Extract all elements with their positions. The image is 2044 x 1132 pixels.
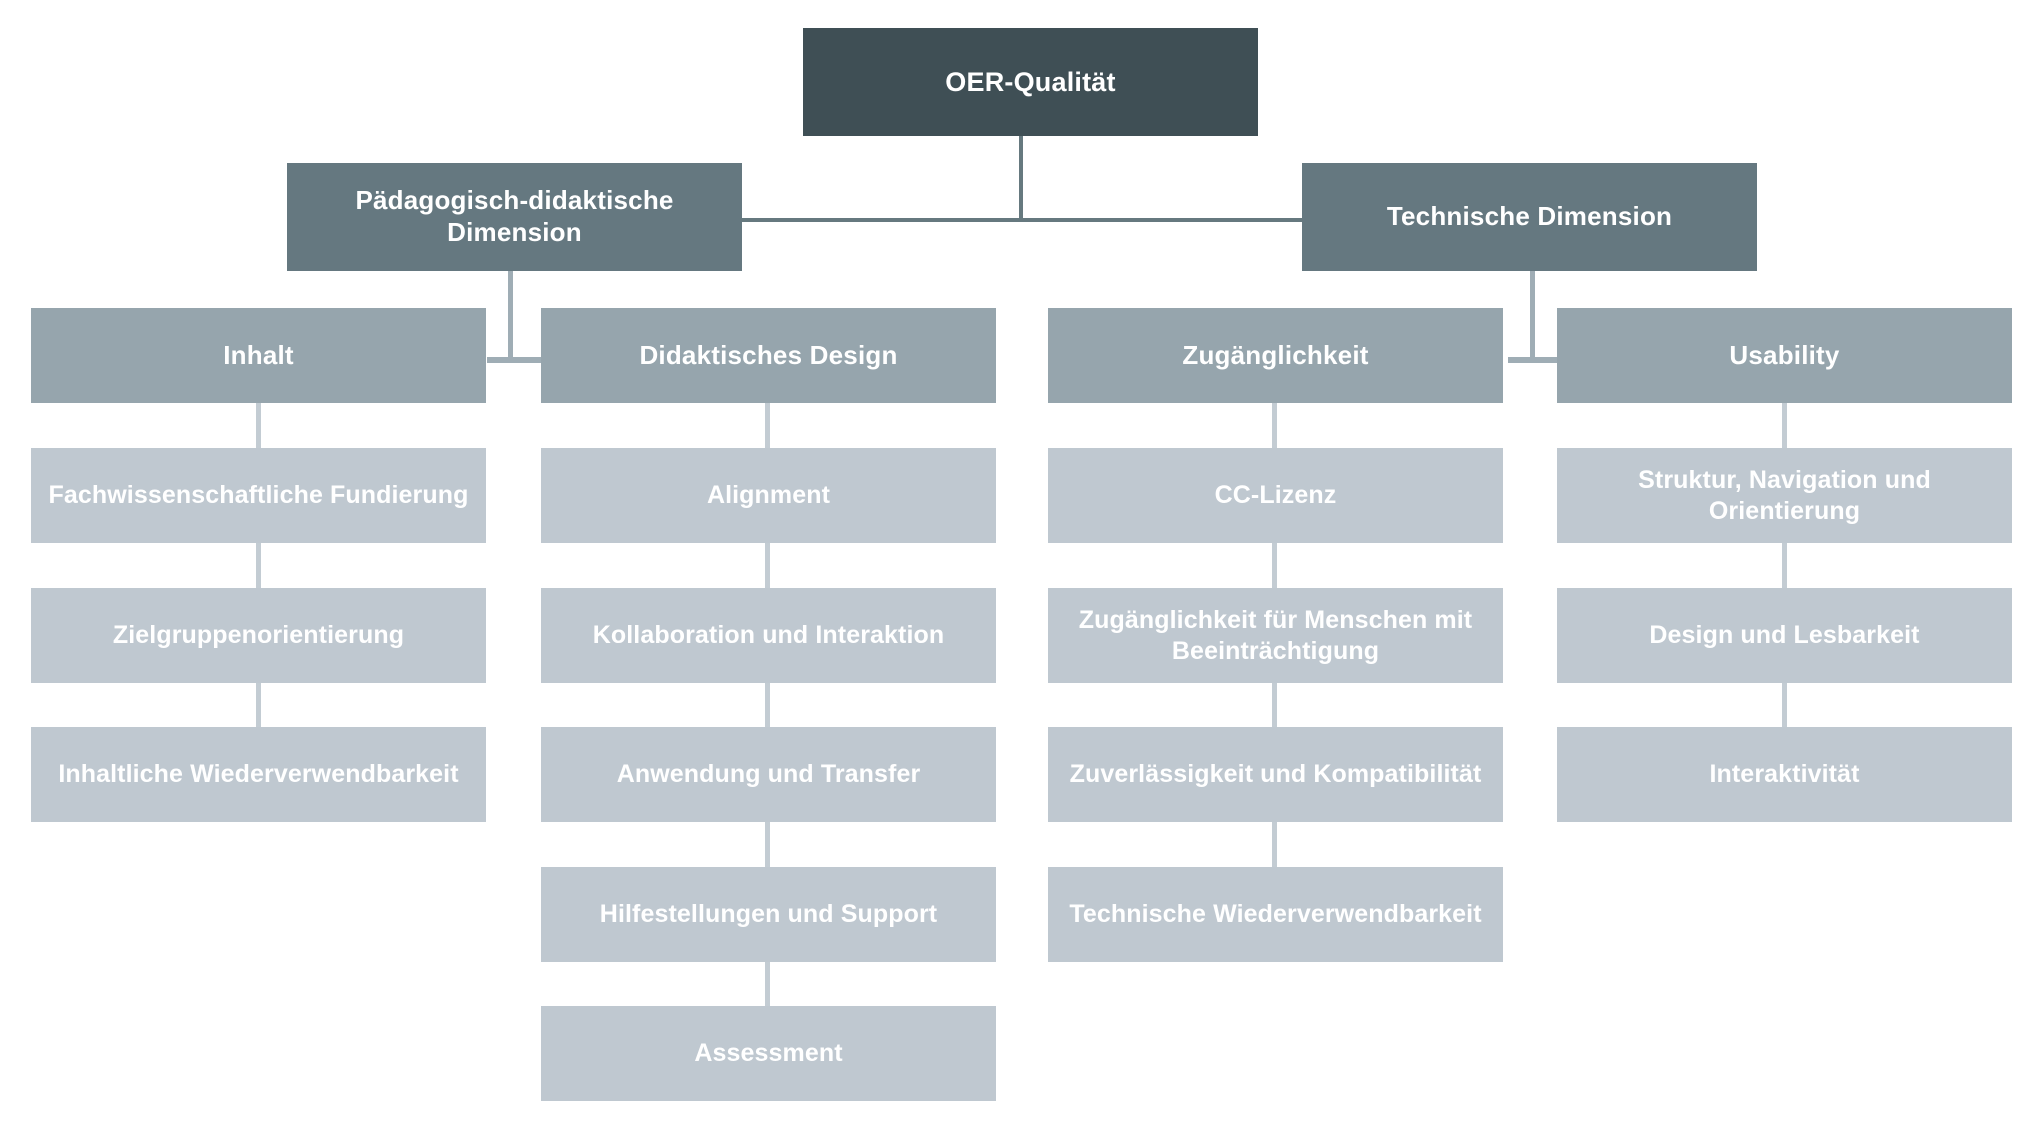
node-label: Fachwissenschaftliche Fundierung bbox=[48, 481, 469, 510]
connector-inhalt-2 bbox=[256, 543, 261, 588]
node-fachwissenschaftliche-fundierung[interactable]: Fachwissenschaftliche Fundierung bbox=[31, 448, 486, 543]
node-kollaboration-und-interaktion[interactable]: Kollaboration und Interaktion bbox=[541, 588, 996, 683]
connector-didaktik-2 bbox=[765, 543, 770, 588]
node-alignment[interactable]: Alignment bbox=[541, 448, 996, 543]
node-zielgruppenorientierung[interactable]: Zielgruppenorientierung bbox=[31, 588, 486, 683]
node-oer-qualitaet[interactable]: OER-Qualität bbox=[803, 28, 1258, 136]
node-label: Hilfestellungen und Support bbox=[599, 900, 938, 929]
node-label: Didaktisches Design bbox=[639, 339, 898, 370]
node-label: Anwendung und Transfer bbox=[616, 760, 921, 789]
connector-didaktik-3 bbox=[765, 683, 770, 727]
connector-inhalt-3 bbox=[256, 683, 261, 727]
connector-didaktik-4 bbox=[765, 822, 770, 867]
node-label: Zugänglichkeit für Menschen mit Beeinträ… bbox=[1078, 606, 1473, 665]
node-hilfestellungen-und-support[interactable]: Hilfestellungen und Support bbox=[541, 867, 996, 962]
node-design-und-lesbarkeit[interactable]: Design und Lesbarkeit bbox=[1557, 588, 2012, 683]
connector-didaktik-1 bbox=[765, 403, 770, 448]
node-inhaltliche-wiederverwendbarkeit[interactable]: Inhaltliche Wiederverwendbarkeit bbox=[31, 727, 486, 822]
node-cc-lizenz[interactable]: CC-Lizenz bbox=[1048, 448, 1503, 543]
connector-category-bus-left bbox=[487, 357, 567, 363]
connector-root-stem bbox=[1019, 135, 1023, 220]
connector-zugang-3 bbox=[1272, 683, 1277, 727]
node-inhalt[interactable]: Inhalt bbox=[31, 308, 486, 403]
node-technische-dimension[interactable]: Technische Dimension bbox=[1302, 163, 1757, 271]
node-label: Zielgruppenorientierung bbox=[112, 621, 405, 650]
node-label: Inhalt bbox=[223, 339, 294, 370]
node-label: Assessment bbox=[694, 1039, 843, 1068]
node-label: Struktur, Navigation und Orientierung bbox=[1638, 466, 1931, 525]
connector-dim-left-stem bbox=[508, 270, 513, 360]
node-assessment[interactable]: Assessment bbox=[541, 1006, 996, 1101]
connector-zugang-4 bbox=[1272, 822, 1277, 867]
connector-usability-1 bbox=[1782, 403, 1787, 448]
connector-dimension-bus bbox=[735, 218, 1308, 222]
connector-zugang-1 bbox=[1272, 403, 1277, 448]
node-didaktisches-design[interactable]: Didaktisches Design bbox=[541, 308, 996, 403]
node-label: Technische Dimension bbox=[1386, 201, 1673, 232]
connector-inhalt-1 bbox=[256, 403, 261, 448]
connector-category-bus-right bbox=[1508, 357, 1588, 363]
connector-usability-2 bbox=[1782, 543, 1787, 588]
node-label: Design und Lesbarkeit bbox=[1649, 621, 1920, 650]
connector-didaktik-5 bbox=[765, 962, 770, 1006]
node-paedagogisch-didaktische-dimension[interactable]: Pädagogisch-didaktische Dimension bbox=[287, 163, 742, 271]
node-label: Technische Wiederverwendbarkeit bbox=[1069, 900, 1482, 929]
node-label: Usability bbox=[1729, 339, 1840, 370]
node-label: Pädagogisch-didaktische Dimension bbox=[355, 185, 674, 247]
connector-zugang-2 bbox=[1272, 543, 1277, 588]
node-label: CC-Lizenz bbox=[1214, 481, 1337, 510]
node-struktur-navigation-und-orientierung[interactable]: Struktur, Navigation und Orientierung bbox=[1557, 448, 2012, 543]
node-label: OER-Qualität bbox=[945, 66, 1116, 97]
node-label: Zugänglichkeit bbox=[1182, 339, 1369, 370]
node-technische-wiederverwendbarkeit[interactable]: Technische Wiederverwendbarkeit bbox=[1048, 867, 1503, 962]
node-zugaenglichkeit[interactable]: Zugänglichkeit bbox=[1048, 308, 1503, 403]
node-label: Zuverlässigkeit und Kompatibilität bbox=[1069, 760, 1482, 789]
connector-usability-3 bbox=[1782, 683, 1787, 727]
node-usability[interactable]: Usability bbox=[1557, 308, 2012, 403]
node-zuverlaessigkeit-und-kompatibilitaet[interactable]: Zuverlässigkeit und Kompatibilität bbox=[1048, 727, 1503, 822]
node-label: Alignment bbox=[706, 481, 831, 510]
connector-dim-right-stem bbox=[1530, 270, 1535, 360]
node-label: Interaktivität bbox=[1709, 760, 1860, 789]
node-zugaenglichkeit-fuer-menschen-mit-beeintraechtigung[interactable]: Zugänglichkeit für Menschen mit Beeinträ… bbox=[1048, 588, 1503, 683]
node-label: Inhaltliche Wiederverwendbarkeit bbox=[58, 760, 459, 789]
node-label: Kollaboration und Interaktion bbox=[592, 621, 945, 650]
node-anwendung-und-transfer[interactable]: Anwendung und Transfer bbox=[541, 727, 996, 822]
node-interaktivitaet[interactable]: Interaktivität bbox=[1557, 727, 2012, 822]
